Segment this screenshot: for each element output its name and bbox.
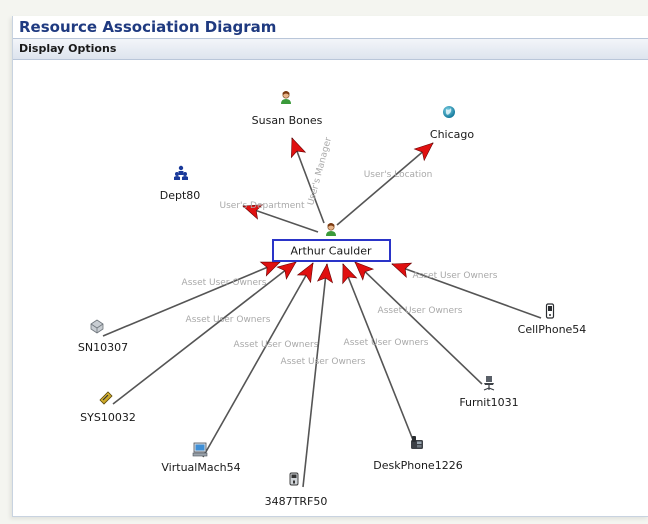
- edge-sn10307: Asset User Owners: [102, 261, 281, 337]
- edge-cellphone54: Asset User Owners: [391, 262, 542, 319]
- edge-label: Asset User Owners: [344, 338, 429, 348]
- center-node-label[interactable]: Arthur Caulder: [290, 245, 372, 258]
- node-label[interactable]: Chicago: [430, 128, 474, 141]
- node-sys10032[interactable]: SYS10032: [80, 391, 136, 424]
- deskphone-icon[interactable]: [411, 436, 423, 449]
- globe-icon[interactable]: [443, 106, 455, 118]
- node-dept80[interactable]: Dept80: [160, 165, 201, 202]
- edge-line: [342, 263, 416, 446]
- edge-line: [391, 263, 542, 319]
- person-icon: [326, 223, 336, 236]
- arrowhead: [242, 204, 264, 220]
- node-chicago[interactable]: Chicago: [430, 106, 474, 141]
- nodes-layer: Susan BonesChicagoDept80SN10307SYS10032V…: [78, 91, 586, 508]
- edge-label: Asset User Owners: [281, 357, 366, 367]
- edge-sys10032: Asset User Owners: [112, 261, 297, 405]
- node-label[interactable]: Dept80: [160, 189, 201, 202]
- node-label[interactable]: 3487TRF50: [265, 495, 328, 508]
- edge-label: Asset User Owners: [234, 340, 319, 350]
- device-icon[interactable]: [289, 472, 299, 486]
- edge-3487trf50: Asset User Owners: [281, 263, 366, 488]
- cellphone-icon[interactable]: [545, 303, 555, 319]
- edge-label: User's Manager: [306, 136, 334, 206]
- edge-virtualmach54: Asset User Owners: [202, 262, 319, 458]
- person-icon[interactable]: [281, 91, 291, 104]
- edge-line: [202, 262, 314, 458]
- node-label[interactable]: Susan Bones: [252, 114, 323, 127]
- department-icon[interactable]: [174, 165, 188, 180]
- node-deskphone1226[interactable]: DeskPhone1226: [373, 436, 463, 472]
- arrowhead: [413, 142, 434, 162]
- page-title: Resource Association Diagram: [19, 18, 277, 36]
- arrowhead: [296, 262, 314, 284]
- edge-chicago: User's Location: [336, 142, 434, 226]
- chip-icon[interactable]: [99, 391, 113, 405]
- node-label[interactable]: VirtualMach54: [161, 461, 240, 474]
- edge-line: [336, 142, 434, 226]
- chair-icon[interactable]: [483, 376, 495, 391]
- node-virtualmach54[interactable]: VirtualMach54: [161, 442, 241, 474]
- edge-label: Asset User Owners: [413, 271, 498, 281]
- node-cellphone54[interactable]: CellPhone54: [518, 303, 587, 336]
- arrowhead: [391, 262, 413, 278]
- node-label[interactable]: DeskPhone1226: [373, 459, 462, 472]
- arrowhead: [354, 261, 375, 281]
- display-options-label[interactable]: Display Options: [19, 42, 117, 55]
- node-3487trf50[interactable]: 3487TRF50: [265, 472, 328, 508]
- server-icon[interactable]: [90, 319, 104, 334]
- node-label[interactable]: Furnit1031: [459, 396, 518, 409]
- edge-line: [354, 261, 483, 385]
- node-susan[interactable]: Susan Bones: [252, 91, 323, 127]
- node-furnit1031[interactable]: Furnit1031: [459, 376, 519, 409]
- edge-deskphone1226: Asset User Owners: [342, 263, 429, 446]
- node-label[interactable]: SN10307: [78, 341, 128, 354]
- node-label[interactable]: SYS10032: [80, 411, 136, 424]
- edge-label: Asset User Owners: [378, 306, 463, 316]
- edge-label: Asset User Owners: [186, 315, 271, 325]
- arrowhead: [290, 137, 307, 159]
- diagram-panel: [12, 16, 648, 517]
- node-sn10307[interactable]: SN10307: [78, 319, 128, 354]
- edge-dept80: User's Department: [220, 201, 319, 233]
- edge-label: Asset User Owners: [182, 278, 267, 288]
- edge-label: User's Department: [220, 201, 305, 211]
- center-node-box[interactable]: [272, 239, 391, 262]
- edge-line: [102, 261, 281, 337]
- arrowhead: [316, 263, 334, 284]
- display-options-bar[interactable]: Display Options: [13, 38, 648, 60]
- edge-line: [302, 263, 328, 488]
- center-node[interactable]: Arthur Caulder: [272, 223, 391, 262]
- computer-icon[interactable]: [192, 442, 208, 457]
- edge-line: [112, 261, 297, 405]
- arrowhead: [342, 263, 358, 285]
- node-label[interactable]: CellPhone54: [518, 323, 587, 336]
- arrowhead: [259, 261, 281, 277]
- arrowhead: [276, 261, 297, 280]
- edge-line: [291, 137, 325, 224]
- edge-furnit1031: Asset User Owners: [354, 261, 483, 385]
- edge-label: User's Location: [364, 170, 433, 180]
